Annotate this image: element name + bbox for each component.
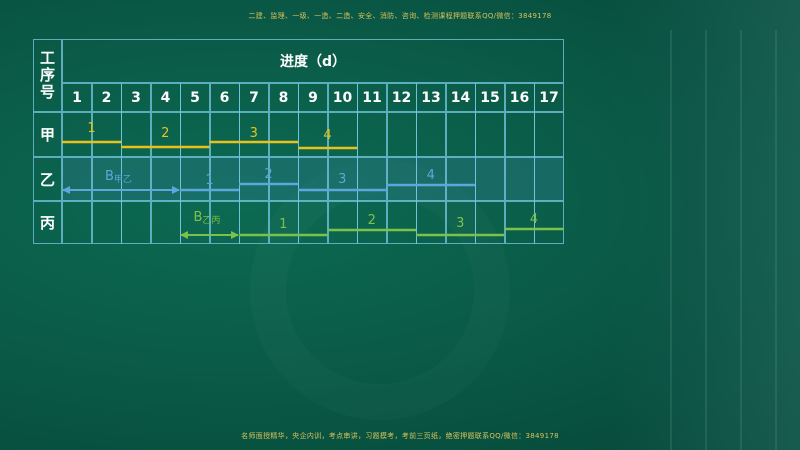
interval-label-甲乙: B甲乙 xyxy=(105,169,132,185)
segment-label-jia-2: 2 xyxy=(161,126,170,141)
segment-label-jia-1: 1 xyxy=(87,121,96,136)
process-header-char-2: 序 xyxy=(39,66,55,84)
row-label-yi: 乙 xyxy=(33,157,62,201)
background-building xyxy=(610,0,800,450)
progress-header: 进度（d） xyxy=(62,39,564,83)
segment-label-jia-3: 3 xyxy=(249,126,258,141)
process-number-header: 工 序 号 xyxy=(33,39,62,112)
segment-label-jia-4: 4 xyxy=(323,128,332,143)
grid-cell xyxy=(534,157,564,201)
row-label-bing: 丙 xyxy=(33,201,62,244)
segment-label-bing-1: 1 xyxy=(279,217,288,232)
segment-label-bing-3: 3 xyxy=(456,216,465,231)
process-header-char-1: 工 xyxy=(39,49,55,67)
segment-label-yi-4: 4 xyxy=(426,168,435,183)
row-label-jia: 甲 xyxy=(33,112,62,157)
interval-label-乙丙: B乙丙 xyxy=(194,210,221,226)
interval-label-main: B xyxy=(105,169,114,184)
process-header-char-3: 号 xyxy=(39,83,55,101)
segment-label-bing-2: 2 xyxy=(367,213,376,228)
interval-label-main: B xyxy=(193,210,203,225)
bottom-banner: 名师面授精华，央企内训，考点串讲，习题模考，考前三页纸，绝密押题联系QQ/微信：… xyxy=(241,432,559,440)
day-header-17: 17 xyxy=(534,83,564,112)
top-banner: 二建、监理、一级、一造、二造、安全、消防、咨询、检测课程押题联系QQ/微信：38… xyxy=(248,12,552,20)
interval-label-sub: 乙丙 xyxy=(202,216,221,226)
segment-label-yi-1: 1 xyxy=(205,173,214,188)
interval-label-sub: 甲乙 xyxy=(113,175,132,185)
segment-label-yi-2: 2 xyxy=(264,167,273,182)
segment-label-yi-3: 3 xyxy=(338,172,347,187)
grid-cell xyxy=(534,112,564,157)
segment-label-bing-4: 4 xyxy=(529,212,539,227)
grid-cell xyxy=(534,201,564,244)
